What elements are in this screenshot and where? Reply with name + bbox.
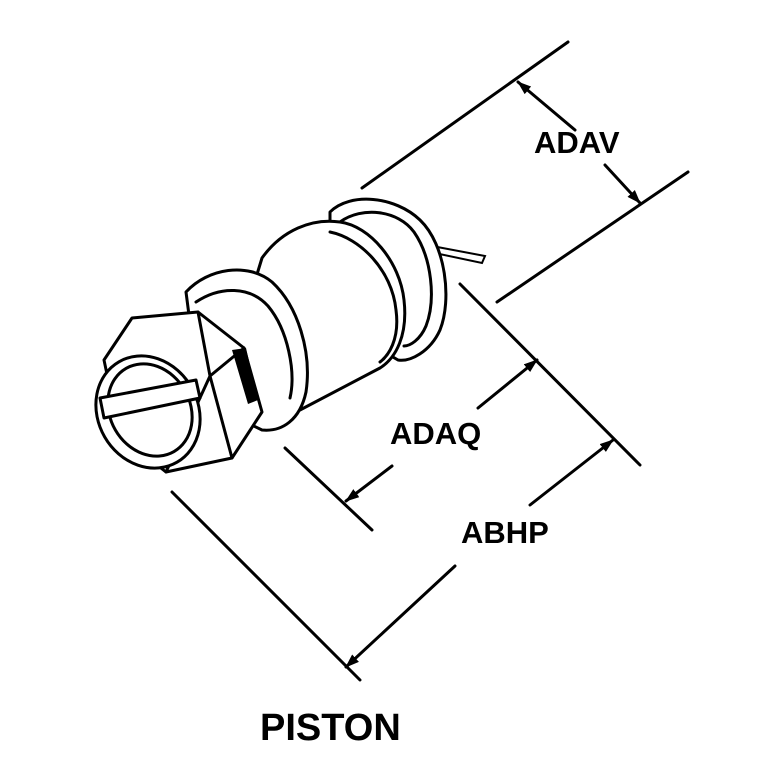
diagram-caption: PISTON	[260, 707, 401, 749]
adav-arrow-lower	[603, 163, 642, 205]
dimension-lines	[344, 80, 642, 669]
extension-line-top-lower	[495, 170, 690, 304]
piston-hex-shadow	[232, 348, 258, 404]
extension-line-right	[458, 282, 642, 467]
piston-front-collar-rim	[194, 289, 294, 400]
piston-drawing	[94, 197, 487, 474]
piston-screw-slot	[98, 378, 202, 420]
adav-arrow-upper	[516, 80, 577, 132]
piston-body-shading	[328, 230, 399, 364]
dimension-label-adav: ADAV	[534, 125, 620, 160]
piston-pin	[429, 245, 487, 265]
adaq-arrow-right	[476, 358, 539, 410]
adaq-arrow-left	[344, 464, 394, 503]
dimension-label-adaq: ADAQ	[390, 416, 481, 451]
dimension-label-abhp: ABHP	[461, 515, 549, 550]
extension-line-middle	[283, 446, 374, 532]
piston-rear-flange-rim	[338, 210, 433, 348]
extension-lines	[170, 40, 690, 682]
extension-line-bottom	[170, 490, 362, 682]
extension-line-top-upper	[360, 40, 570, 190]
abhp-arrow-left	[344, 564, 457, 669]
abhp-arrow-right	[528, 438, 615, 507]
